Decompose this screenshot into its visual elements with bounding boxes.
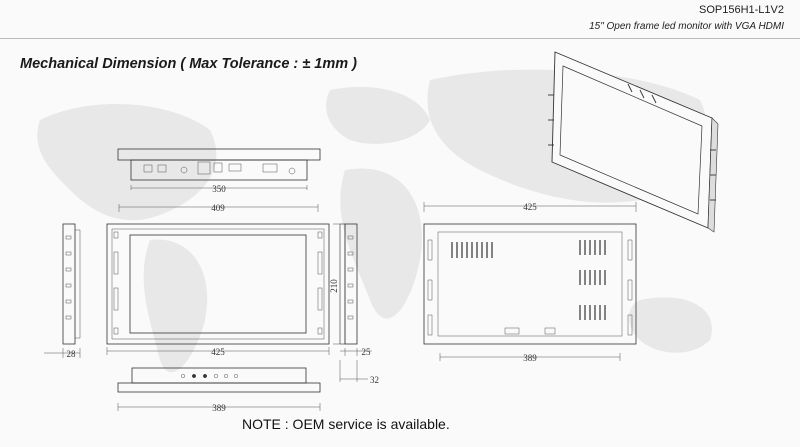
oem-note: NOTE : OEM service is available. bbox=[242, 416, 450, 432]
page-title: Mechanical Dimension ( Max Tolerance : ±… bbox=[20, 56, 357, 72]
port-icon bbox=[180, 166, 188, 174]
port-icon bbox=[197, 161, 211, 175]
port-icon bbox=[228, 163, 242, 172]
header-divider bbox=[0, 38, 800, 39]
dim-rear-width: 425 bbox=[523, 202, 537, 212]
dim-front-height: 210 bbox=[329, 279, 339, 293]
port-icon bbox=[143, 164, 153, 173]
isometric-view bbox=[548, 51, 719, 233]
dim-front-outer-width: 425 bbox=[211, 347, 225, 357]
product-description: 15" Open frame led monitor with VGA HDMI bbox=[589, 21, 784, 32]
dim-right-depth-total: 32 bbox=[370, 375, 379, 385]
vent-slots bbox=[451, 240, 606, 320]
dim-left-depth: 28 bbox=[67, 349, 77, 359]
dim-rear-bottom-width: 389 bbox=[523, 353, 537, 363]
bottom-view: 389 bbox=[117, 367, 321, 413]
right-side-view: 25 32 bbox=[339, 223, 379, 385]
dim-right-depth: 25 bbox=[362, 347, 372, 357]
left-side-view: 28 bbox=[44, 223, 81, 359]
model-number: SOP156H1-L1V2 bbox=[699, 4, 784, 16]
port-icon bbox=[262, 163, 278, 173]
screen-area bbox=[559, 65, 703, 215]
dim-bottom-width: 389 bbox=[212, 403, 226, 413]
front-view: 409 210 425 bbox=[106, 203, 345, 357]
port-icon bbox=[288, 167, 296, 175]
port-icon bbox=[157, 164, 167, 173]
dim-top-width: 350 bbox=[212, 184, 226, 194]
top-view: 350 bbox=[117, 148, 321, 194]
dim-front-inner-width: 409 bbox=[211, 203, 225, 213]
screen-area bbox=[129, 234, 307, 334]
port-icon bbox=[213, 162, 223, 173]
rear-view: 425 389 bbox=[423, 202, 637, 363]
